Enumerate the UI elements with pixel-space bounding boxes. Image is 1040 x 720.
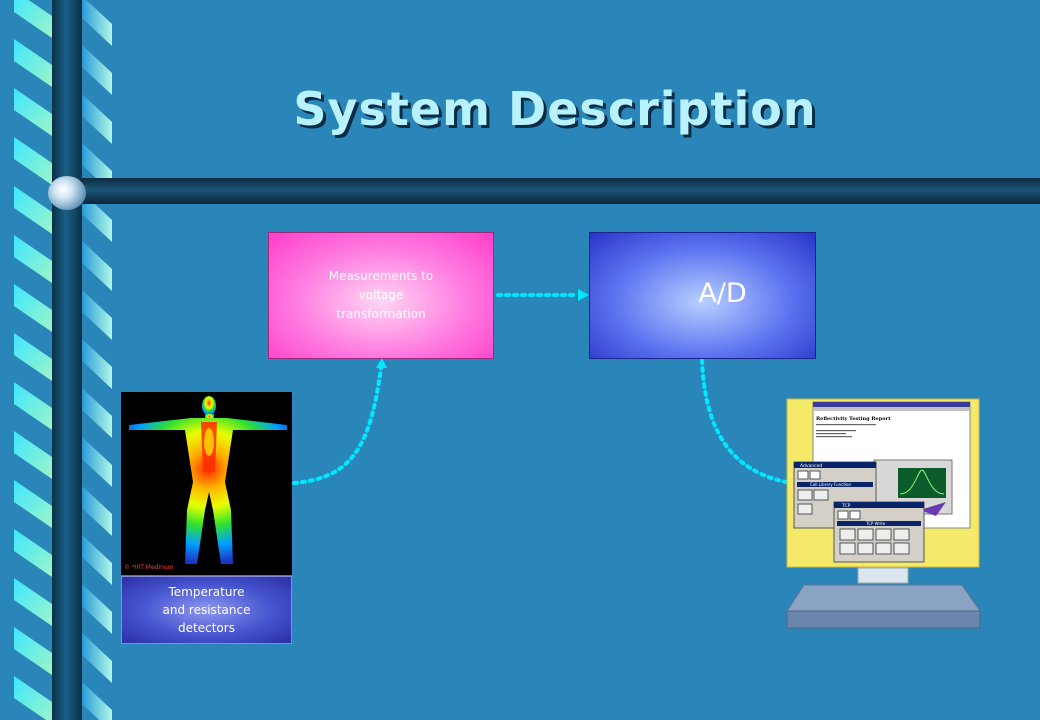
detectors-box: Temperature and resistance detectors [121,576,292,644]
ribbon-left [14,39,52,87]
ad-converter-box: A/D [589,232,816,359]
window-tcp-title: TCP [841,503,851,509]
detectors-box-label: Temperature and resistance detectors [162,585,251,635]
report-title: Reflectivity Testing Report [816,416,891,422]
ribbon-left [14,578,52,626]
ribbon-left [14,382,52,430]
ribbon-left [14,186,52,234]
ribbon-right [82,290,112,340]
arrowhead-to-ad [578,289,589,301]
ribbon-left [14,88,52,136]
ribbon-left [14,676,52,720]
ribbon-left [14,333,52,381]
title-divider-bar [82,178,1040,204]
ribbon-right [82,94,112,144]
ribbon-right [82,682,112,720]
ribbon-right [82,486,112,536]
ribbon-left [14,627,52,675]
ribbon-right [82,388,112,438]
ribbon-left [14,137,52,185]
thermal-body-figure [129,396,287,564]
ribbon-right [82,0,112,46]
connector-ad-to-computer [700,358,788,484]
measurement-transformation-box: Measurements to voltage transformation [268,232,494,359]
ribbon-right [82,192,112,242]
ad-box-label: A/D [698,277,747,309]
ribbon-left [14,284,52,332]
ribbon-left [14,235,52,283]
measurement-box-label: Measurements to voltage transformation [328,269,434,321]
ribbon-right [82,633,112,683]
thermal-body-image: © *IIIT Medinum [121,392,292,575]
computer-monitor-icon: Reflectivity Testing Report Advanced Cal… [786,398,981,629]
thermal-image-credit: © *IIIT Medinum [124,564,174,571]
ribbon-right [82,437,112,487]
ribbon-right [82,535,112,585]
ribbon-right [82,339,112,389]
arrowhead-to-measure [376,358,387,368]
window-advanced-title: Advanced [800,463,822,469]
title-divider-knob [48,176,86,210]
ribbon-left [14,480,52,528]
computer-illustration: Reflectivity Testing Report Advanced Cal… [786,398,982,630]
ribbon-left [14,0,52,38]
ribbon-left [14,529,52,577]
connector-detector-to-measure [292,366,383,485]
window-tcp-label: TCP Write [865,521,886,526]
left-spine-bar [52,0,82,720]
ribbon-left [14,431,52,479]
slide-title: System Description [293,82,817,136]
window-advanced-label: Call Library Function [810,482,851,487]
ribbon-right [82,45,112,95]
ribbon-right [82,584,112,634]
ribbon-right [82,241,112,291]
